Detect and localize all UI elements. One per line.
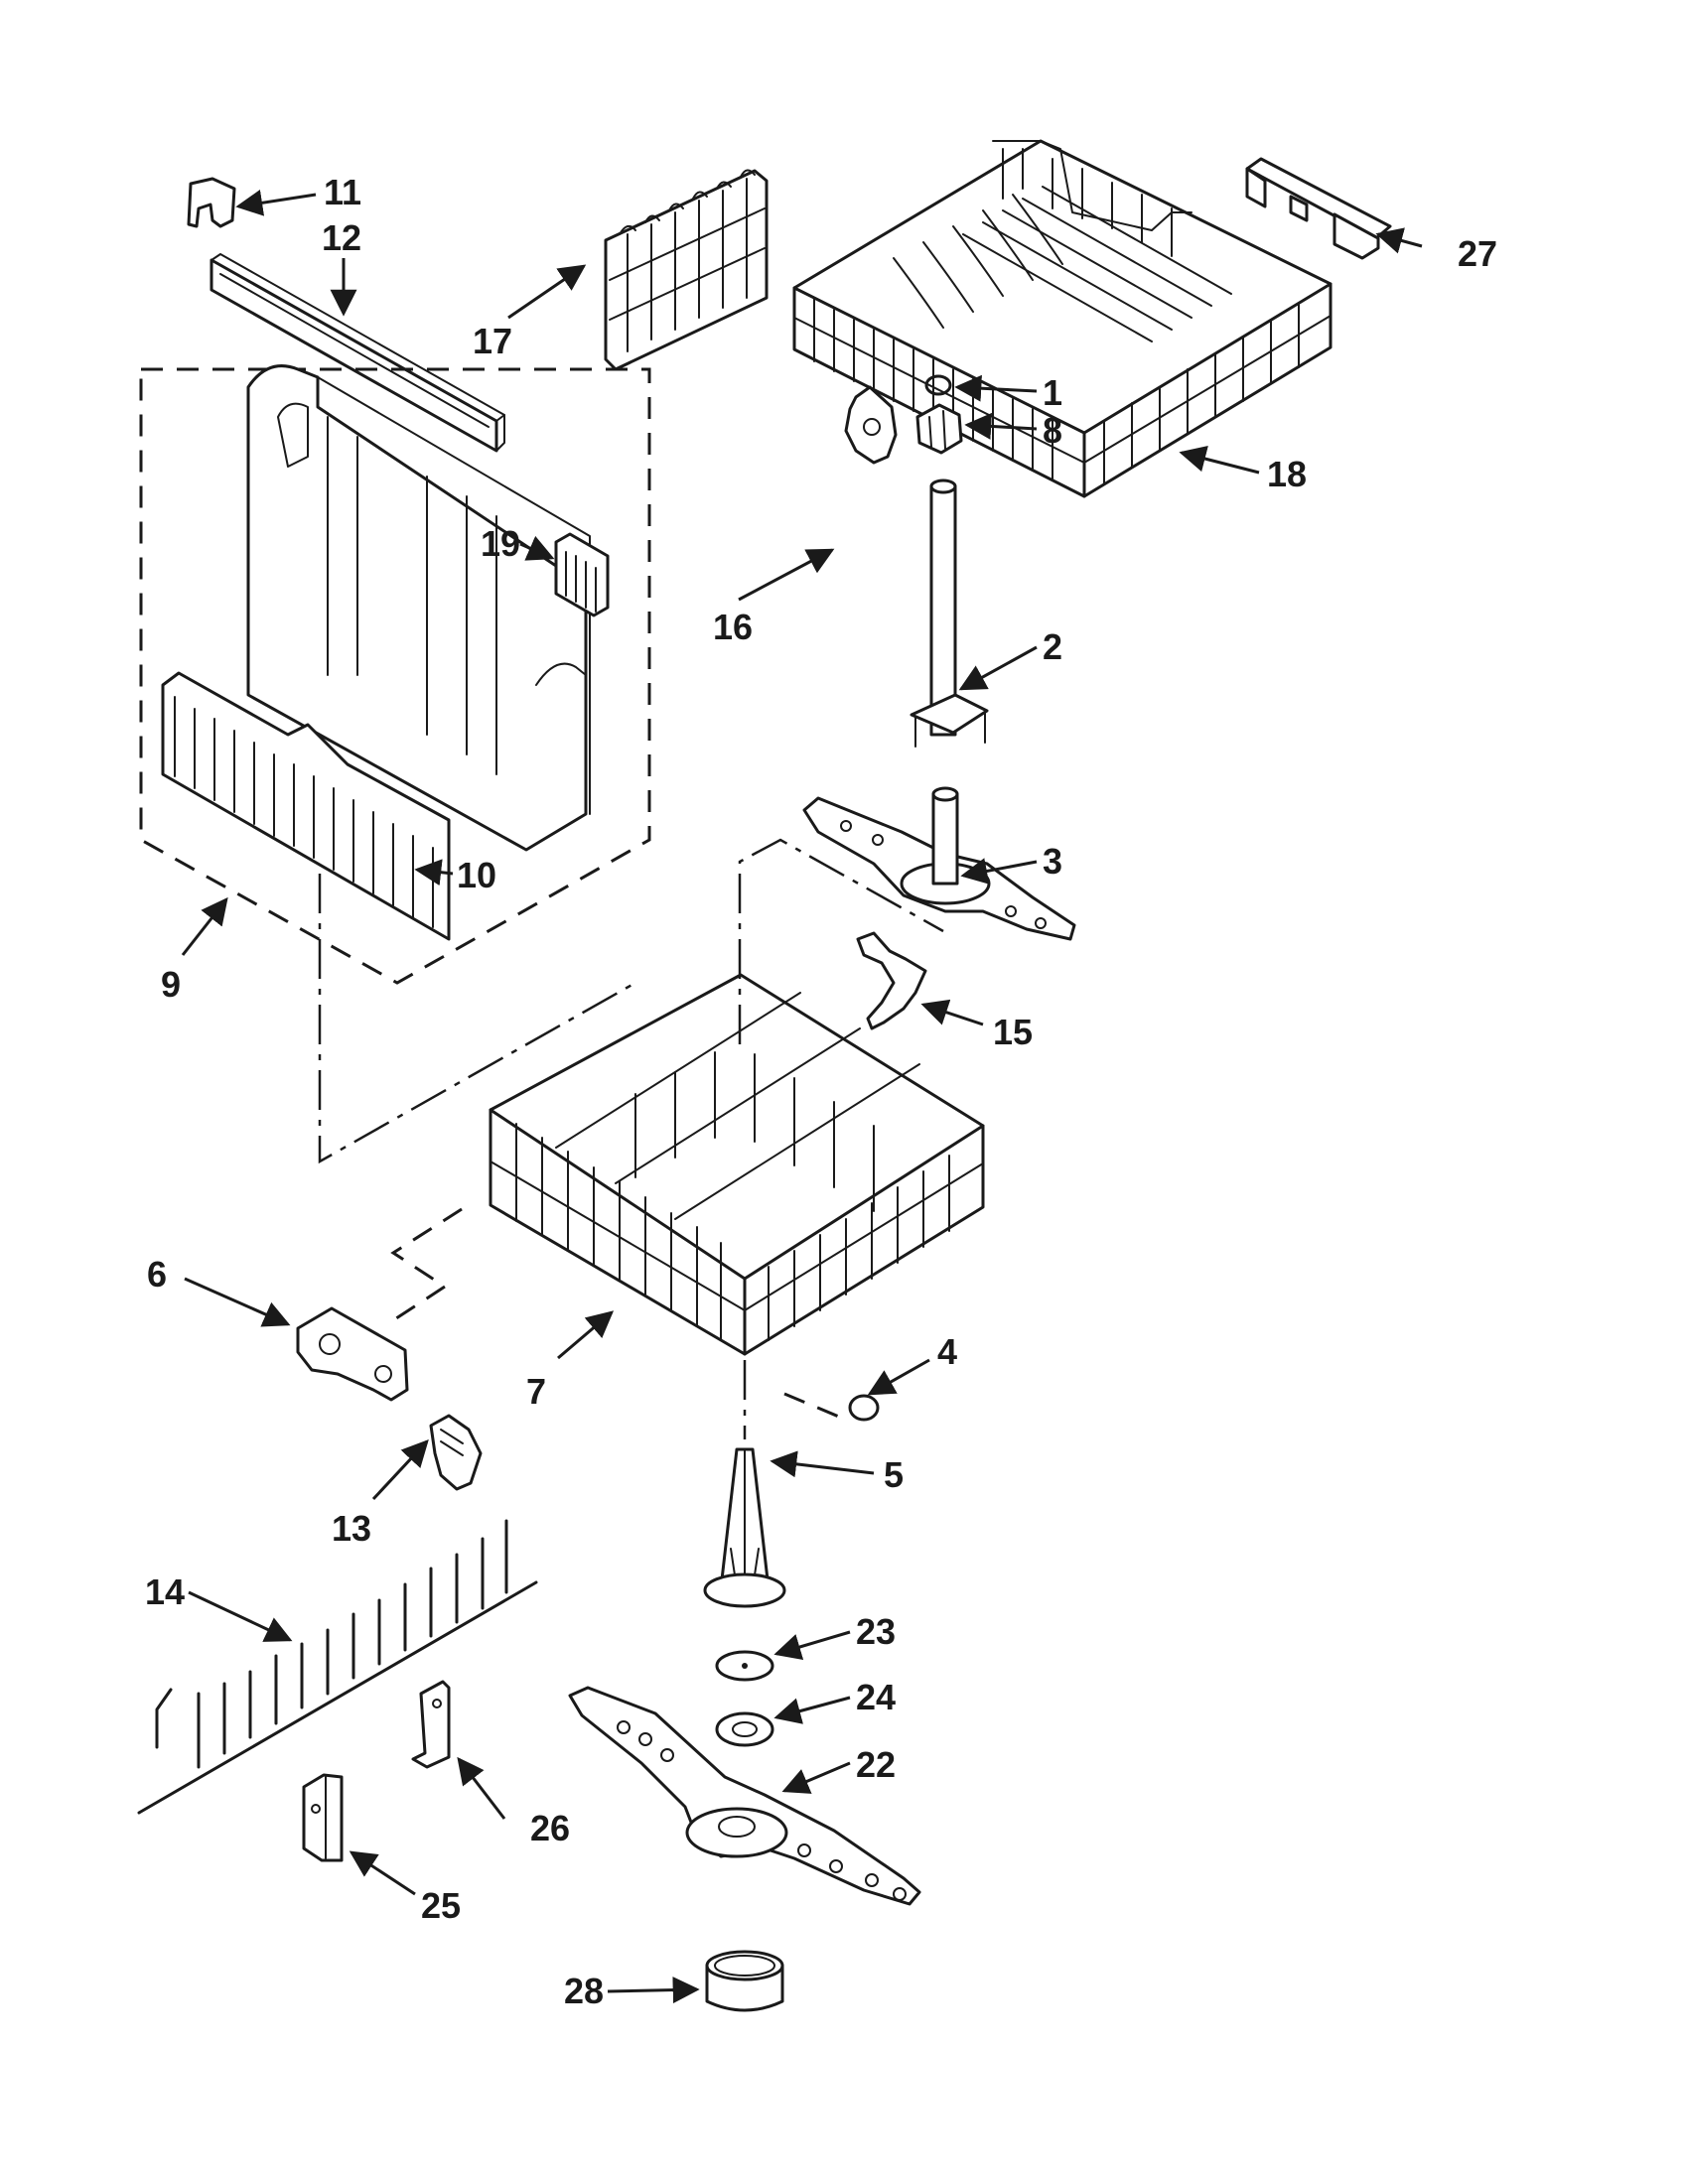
part-15-bracket [856,931,927,1030]
part-12-rail [210,253,505,453]
callout-7: 7 [526,1371,546,1412]
callout-6: 6 [147,1254,167,1295]
part-19-small-insert [554,532,610,617]
part-5-spray-tower [703,1447,786,1608]
part-10-basket-lid [161,671,451,941]
callout-25: 25 [421,1885,461,1926]
callout-24: 24 [856,1677,896,1717]
part-13-clip [429,1414,483,1491]
callout-18: 18 [1267,454,1307,494]
callout-14: 14 [145,1571,185,1612]
part-18-upper-rack [792,139,1333,498]
part-2-spray-tube [910,478,989,748]
part-22-lower-spray-arm [568,1686,921,1906]
part-1-o-ring [924,374,952,396]
part-9-basket-assembly [139,367,651,985]
callout-11: 11 [324,172,361,212]
part-8-nut [915,403,963,455]
callout-10: 10 [457,855,496,895]
part-6-roller [296,1306,409,1402]
callout-22: 22 [856,1744,896,1785]
callout-labels: 1 2 3 4 5 6 7 8 9 10 11 12 13 14 15 16 1… [145,172,1497,2011]
callout-3: 3 [1043,841,1062,882]
callout-8: 8 [1043,410,1062,451]
part-26-clip [411,1680,451,1769]
callout-15: 15 [993,1012,1033,1052]
assembly-line-basket [318,874,636,1164]
callout-12: 12 [322,217,361,258]
callout-26: 26 [530,1808,570,1848]
callout-28: 28 [564,1971,604,2011]
assembly-line-roller [386,1207,463,1326]
assembly-line-cap [783,1392,847,1422]
callout-5: 5 [884,1454,904,1495]
callout-2: 2 [1043,626,1062,667]
part-23-washer [715,1650,774,1682]
leader-lines [181,189,1423,2004]
callout-16: 16 [713,607,753,647]
part-11-clip [187,177,236,228]
callout-17: 17 [473,321,512,361]
callout-13: 13 [332,1508,371,1549]
part-27-rack-stop [1245,157,1392,260]
part-9-basket [246,364,591,852]
callout-1: 1 [1043,372,1062,413]
part-4-cap [848,1394,880,1422]
part-24-bearing [715,1711,774,1747]
callout-9: 9 [161,964,181,1005]
part-16-bracket [844,385,898,465]
callout-19: 19 [481,523,520,564]
part-25-clip [302,1773,344,1862]
part-17-divider-insert [604,169,769,371]
part-14-tine-row [137,1519,538,1815]
assembly-line-rack [738,838,944,1044]
callout-23: 23 [856,1611,896,1652]
part-7-lower-rack [489,973,985,1356]
callout-27: 27 [1458,233,1497,274]
callout-4: 4 [937,1331,957,1372]
part-28-ring [705,1950,784,2012]
